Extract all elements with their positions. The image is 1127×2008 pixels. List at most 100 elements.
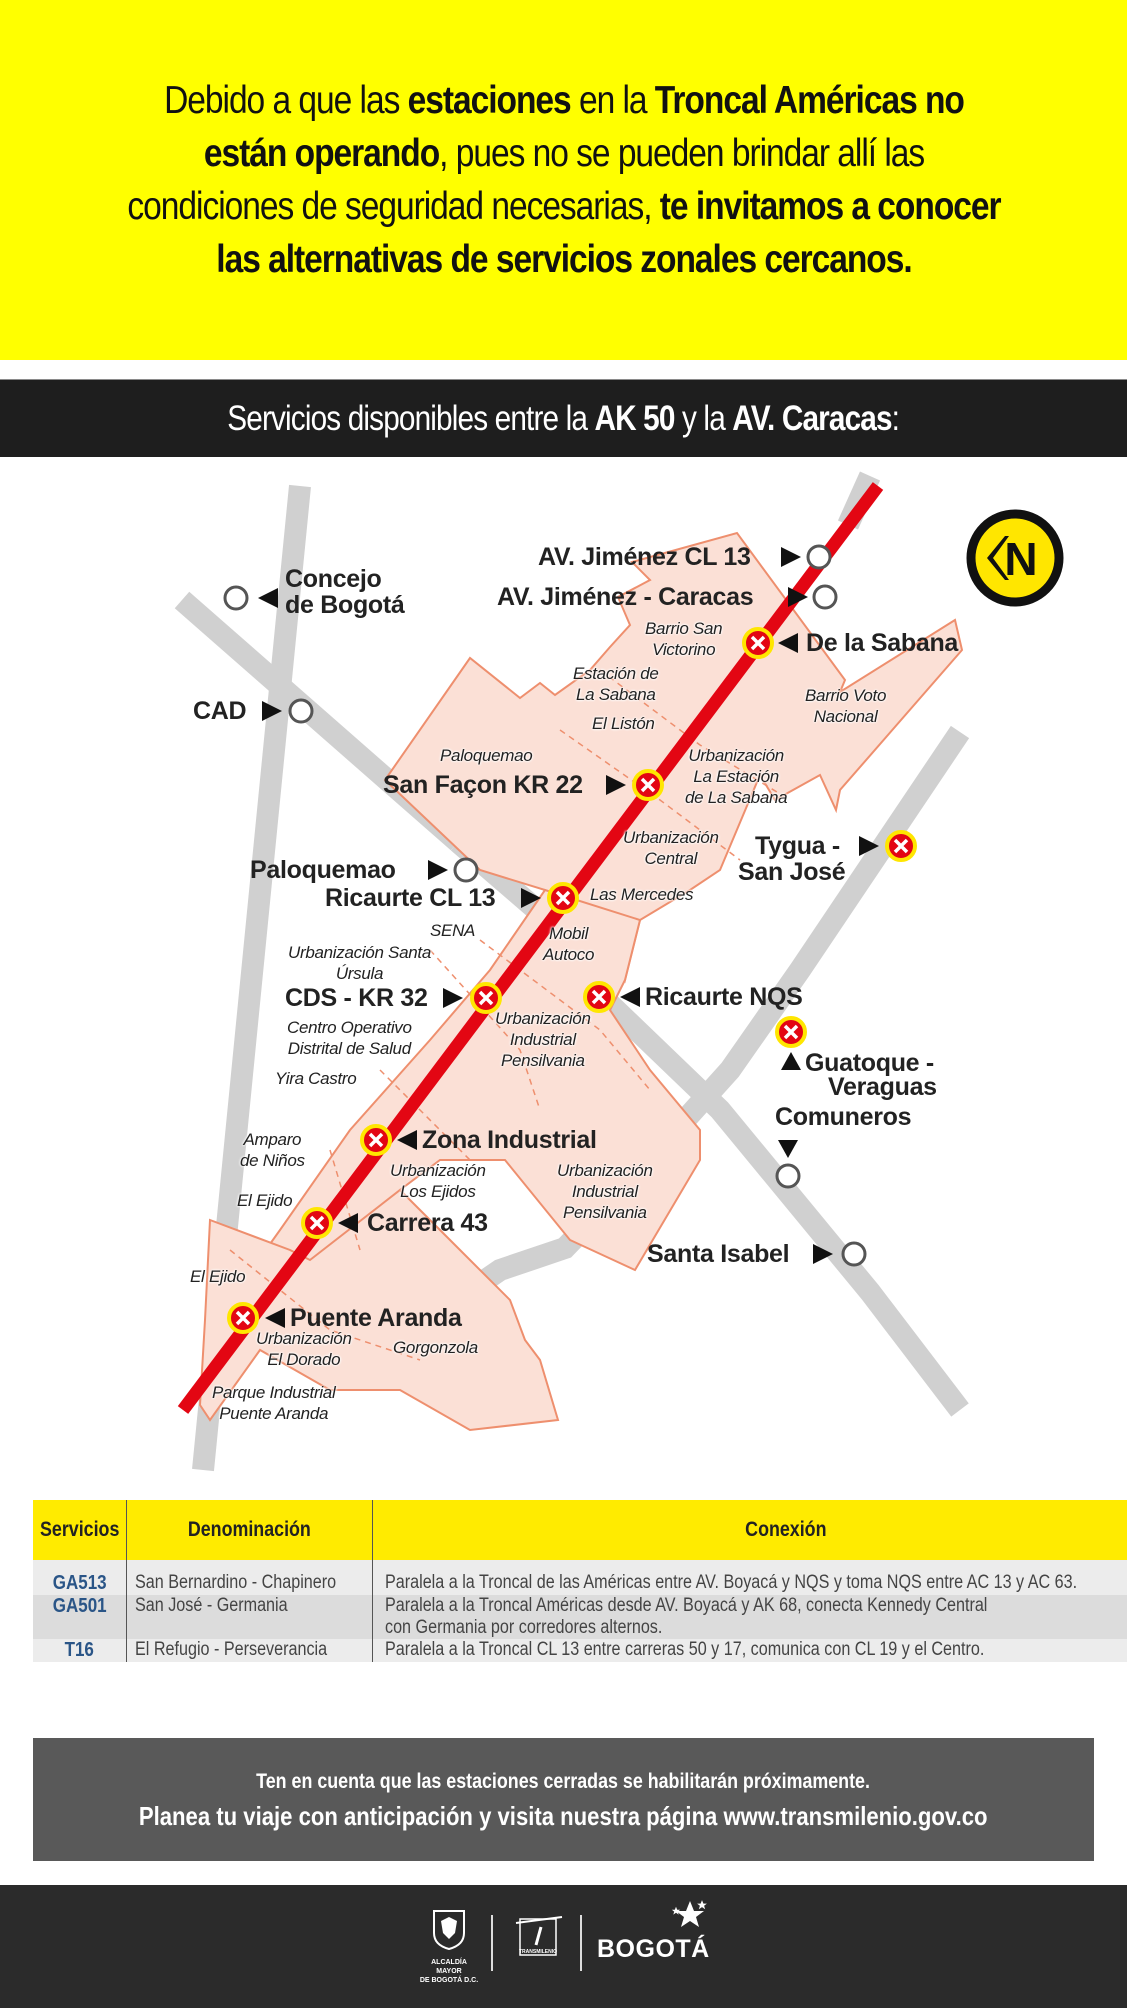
note-line-1: Ten en cuenta que las estaciones cerrada… (256, 1769, 871, 1793)
bogota-logo-text: BOGOTÁ (597, 1935, 710, 1963)
open-stations (223, 544, 867, 1267)
station-label-paloquemao: Paloquemao (250, 856, 396, 884)
station-closed-guatoque[interactable] (775, 1016, 807, 1048)
table-row: T16 El Refugio - Perseverancia Paralela … (33, 1639, 1127, 1662)
arrow-right-icon (781, 547, 801, 567)
arrow-right-icon (521, 888, 541, 908)
arrow-right-icon (813, 1244, 833, 1264)
area-label-sena: SENA (430, 921, 476, 940)
close-x-icon (555, 890, 571, 906)
station-open-jimenez-caracas[interactable] (812, 584, 838, 610)
services-table: Servicios Denominación Conexión GA513 Sa… (33, 1500, 1127, 1662)
arrow-left-icon (778, 633, 798, 653)
station-open-jimenez-cl13[interactable] (806, 544, 832, 570)
bogota-star-icon (671, 1900, 707, 1927)
footer: ALCALDÍA MAYOR DE BOGOTÁ D.C. TRANSMILEN… (0, 1885, 1127, 2008)
station-open-paloquemao[interactable] (453, 857, 479, 883)
station-open-comuneros[interactable] (775, 1163, 801, 1189)
station-closed-ricaurte-cl13[interactable] (547, 882, 579, 914)
map-graphic: N (174, 471, 1064, 1472)
station-label-cds-kr32: CDS - KR 32 (285, 984, 428, 1012)
station-open-santa-isabel[interactable] (841, 1241, 867, 1267)
close-x-icon (309, 1215, 325, 1231)
table-row: GA513 San Bernardino - Chapinero Paralel… (33, 1572, 1127, 1595)
station-closed-tygua[interactable] (885, 830, 917, 862)
arrow-right-icon (859, 836, 879, 856)
station-label-ricaurte-nqs: Ricaurte NQS (645, 983, 803, 1011)
close-x-icon (640, 777, 656, 793)
pointer-arrows (258, 547, 879, 1328)
station-closed-cds-kr32[interactable] (470, 982, 502, 1014)
area-label-el-ejido-2: El Ejido (190, 1267, 246, 1286)
station-label-jimenez-caracas: AV. Jiménez - Caracas (497, 583, 754, 611)
service-name: El Refugio - Perseverancia (126, 1639, 373, 1662)
area-label-el-ejido-1: El Ejido (237, 1191, 293, 1210)
close-x-icon (783, 1024, 799, 1040)
service-code: GA501 (33, 1595, 128, 1639)
divider (0, 379, 1127, 380)
service-code: GA513 (33, 1572, 128, 1595)
station-closed-zona-industrial[interactable] (360, 1124, 392, 1156)
station-label-puente-aranda: Puente Aranda (290, 1304, 462, 1332)
note-line-2: Planea tu viaje con anticipación y visit… (139, 1800, 988, 1831)
arrow-right-icon (262, 701, 282, 721)
close-x-icon (235, 1310, 251, 1326)
svg-text:N: N (1004, 533, 1037, 585)
north-arrow-icon: N (966, 509, 1064, 607)
service-name: San José - Germania (126, 1595, 373, 1639)
transmilenio-logo-icon (515, 1916, 563, 1956)
station-label-tygua-2: San José (738, 858, 846, 886)
station-label-cad: CAD (193, 697, 247, 725)
arrow-right-icon (428, 860, 448, 880)
service-code: T16 (33, 1639, 128, 1662)
station-closed-ricaurte-nqs[interactable] (583, 981, 615, 1013)
footer-separator (491, 1915, 493, 1971)
station-label-ricaurte-cl13: Ricaurte CL 13 (325, 884, 496, 912)
closed-stations (227, 627, 917, 1334)
notice-text: Debido a que las estaciones en la Tronca… (126, 79, 1001, 281)
station-label-san-facon: San Façon KR 22 (383, 771, 583, 799)
table-header-row: Servicios Denominación Conexión (33, 1500, 1127, 1560)
service-connection: Paralela a la Troncal de las Américas en… (372, 1572, 1127, 1595)
station-label-concejo-1: Concejo (285, 565, 382, 593)
area-label-gorgonzola: Gorgonzola (393, 1338, 478, 1357)
station-label-carrera-43: Carrera 43 (367, 1209, 488, 1237)
service-name: San Bernardino - Chapinero (126, 1572, 373, 1595)
arrow-right-icon (788, 587, 808, 607)
service-connection: Paralela a la Troncal CL 13 entre carrer… (372, 1639, 1127, 1662)
arrow-down-icon (778, 1140, 798, 1158)
area-label-las-mercedes: Las Mercedes (590, 885, 694, 904)
arrow-right-icon (606, 775, 626, 795)
close-x-icon (750, 635, 766, 651)
arrow-right-icon (443, 988, 463, 1008)
close-x-icon (368, 1132, 384, 1148)
station-open-cad[interactable] (288, 698, 314, 724)
station-closed-de-la-sabana[interactable] (742, 627, 774, 659)
station-label-guatoque-1: Guatoque - (805, 1049, 934, 1077)
station-open-concejo[interactable] (223, 585, 249, 611)
area-label-yira-castro: Yira Castro (275, 1069, 357, 1088)
station-closed-san-facon[interactable] (632, 769, 664, 801)
station-label-de-la-sabana: De la Sabana (806, 629, 959, 657)
station-closed-puente-aranda[interactable] (227, 1302, 259, 1334)
station-closed-carrera-43[interactable] (301, 1207, 333, 1239)
arrow-left-icon (397, 1130, 417, 1150)
station-label-concejo-2: de Bogotá (285, 591, 405, 619)
info-note: Ten en cuenta que las estaciones cerrada… (33, 1738, 1094, 1861)
close-x-icon (478, 990, 494, 1006)
column-header-services: Servicios (33, 1500, 128, 1560)
table-row: GA501 San José - Germania Paralela a la … (33, 1595, 1127, 1639)
zone-south (198, 1188, 560, 1432)
